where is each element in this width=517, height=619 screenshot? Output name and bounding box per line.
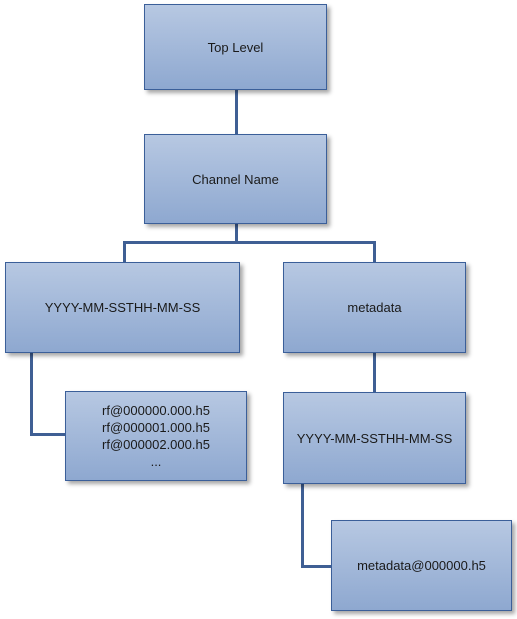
connector-left-date-to-rf [30, 433, 65, 436]
connector-metadata-to-date [373, 352, 376, 392]
node-channel-name-label: Channel Name [192, 171, 279, 187]
node-date-dir-right-label: YYYY-MM-SSTHH-MM-SS [296, 430, 453, 446]
node-metadata-file: metadata@000000.h5 [331, 520, 512, 611]
node-top-level-label: Top Level [207, 39, 264, 55]
connector-channel-stem [235, 223, 238, 243]
node-date-dir-left: YYYY-MM-SSTHH-MM-SS [5, 262, 240, 353]
connector-left-date-down [30, 352, 33, 436]
connector-branch-horizontal [123, 241, 376, 244]
connector-top-to-channel [235, 89, 238, 134]
rf-file-ellipsis: ... [150, 454, 162, 469]
rf-file-line: rf@000001.000.h5 [102, 420, 210, 435]
connector-right-date-down [301, 483, 304, 568]
node-metadata-file-label: metadata@000000.h5 [357, 558, 486, 573]
node-top-level: Top Level [144, 4, 327, 90]
node-channel-name: Channel Name [144, 134, 327, 224]
connector-branch-left-drop [123, 241, 126, 262]
rf-file-line: rf@000002.000.h5 [102, 437, 210, 452]
rf-file-line: rf@000000.000.h5 [102, 403, 210, 418]
node-date-dir-right: YYYY-MM-SSTHH-MM-SS [283, 392, 466, 484]
connector-right-date-to-metadata-file [301, 565, 331, 568]
node-date-dir-left-label: YYYY-MM-SSTHH-MM-SS [44, 300, 201, 315]
connector-branch-right-drop [373, 241, 376, 262]
node-metadata: metadata [283, 262, 466, 353]
node-rf-files: rf@000000.000.h5 rf@000001.000.h5 rf@000… [65, 391, 247, 481]
node-metadata-label: metadata [347, 300, 402, 315]
